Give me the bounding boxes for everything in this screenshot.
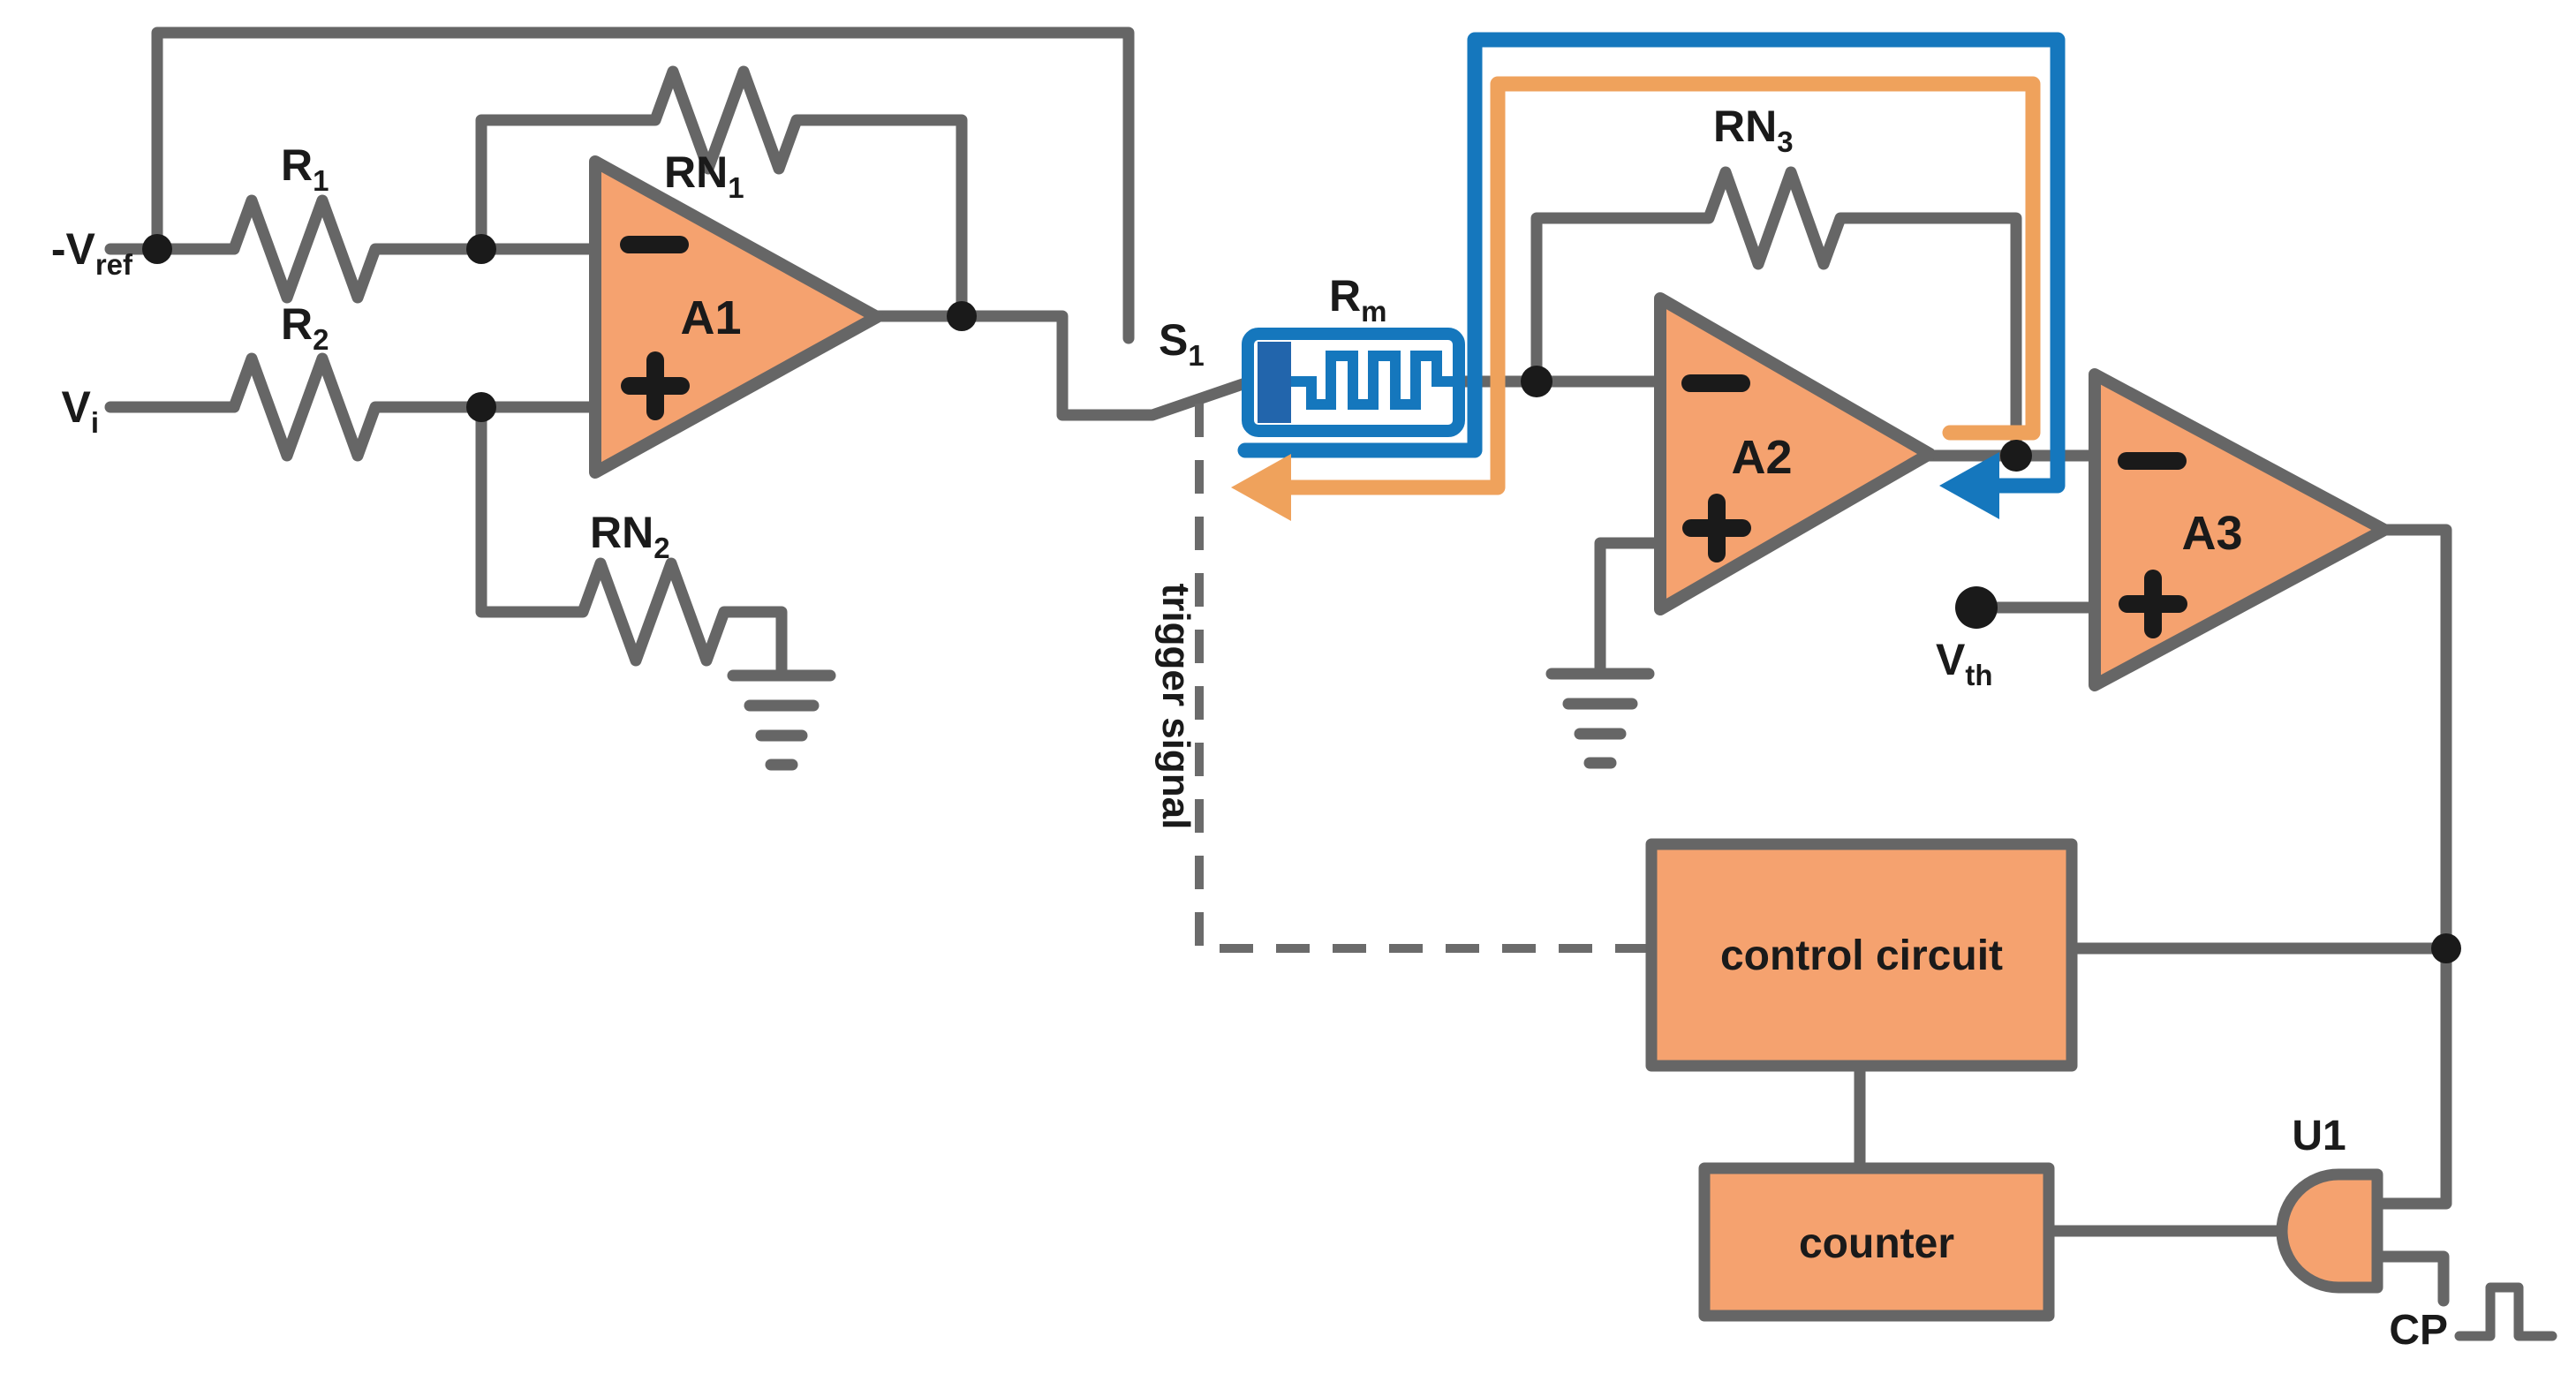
a3-output-wire — [2371, 524, 2452, 1210]
label-control-circuit: control circuit — [1720, 932, 2003, 979]
label-rn3: RN3 — [1713, 102, 1794, 158]
control-circuit-box — [1645, 838, 2078, 1072]
cp-input-wire — [2371, 1250, 2450, 1307]
label-trigger-signal: trigger signal — [1154, 584, 1197, 830]
label-vi: Vi — [61, 382, 99, 439]
label-rm: Rm — [1329, 271, 1386, 328]
label-r1: R1 — [281, 140, 329, 197]
junction-dot — [466, 234, 496, 264]
memristor-symbol — [1242, 328, 1465, 437]
label-u1: U1 — [2292, 1113, 2346, 1159]
label-counter: counter — [1799, 1220, 1954, 1267]
ground-icon-rn2 — [727, 669, 836, 771]
label-rn2: RN2 — [590, 508, 670, 564]
opamp-a3 — [2089, 368, 2391, 691]
label-a3: A3 — [2181, 507, 2242, 560]
label-vref: -Vref — [51, 224, 133, 281]
wires — [104, 26, 2557, 1341]
label-s1: S1 — [1159, 315, 1205, 372]
memristor-meander — [1291, 351, 1453, 410]
trigger-signal-dashed-line — [1195, 404, 1651, 953]
top-feedback-rail — [151, 26, 1135, 344]
resistor-rn2-branch — [475, 401, 788, 682]
label-r2: R2 — [281, 299, 329, 356]
opamp-a1 — [589, 155, 883, 479]
resistor-rn3-loop — [1530, 166, 2022, 462]
label-cp: CP — [2389, 1307, 2448, 1354]
junction-dots — [142, 234, 2461, 963]
junction-dot — [1521, 366, 1552, 397]
junction-dot — [2000, 440, 2032, 472]
orange-arrowhead-icon — [1231, 454, 1291, 521]
blue-arrowhead-icon — [1939, 452, 1999, 519]
junction-dot — [947, 301, 977, 331]
a1-output-wire — [871, 310, 1254, 421]
label-a2: A2 — [1731, 431, 1792, 484]
a2-plus-ground-wire — [1594, 537, 1666, 680]
junction-dot — [142, 234, 172, 264]
opamp-a2 — [1654, 292, 1936, 615]
label-vth: Vth — [1936, 635, 1993, 691]
blue-feedback-path — [1237, 32, 2066, 519]
label-a1: A1 — [680, 291, 741, 344]
resistor-r1 — [228, 194, 601, 304]
and-gate-u1 — [2276, 1168, 2383, 1294]
vth-terminal-dot — [1955, 586, 1998, 629]
junction-dot — [466, 392, 496, 422]
junction-dot — [2431, 933, 2461, 963]
ground-icon-a2 — [1545, 668, 1655, 769]
resistor-r2 — [228, 352, 601, 462]
orange-feedback-path — [1231, 76, 2041, 521]
counter-box — [1698, 1162, 2055, 1322]
resistor-rn1-loop — [475, 65, 968, 322]
label-rn1: RN1 — [664, 147, 744, 204]
memristor-electrode — [1258, 342, 1291, 423]
labels: -Vref Vi R1 R2 RN1 RN2 RN3 Rm S1 Vth A1 … — [51, 102, 2448, 1354]
pulse-waveform-icon — [2454, 1282, 2557, 1341]
